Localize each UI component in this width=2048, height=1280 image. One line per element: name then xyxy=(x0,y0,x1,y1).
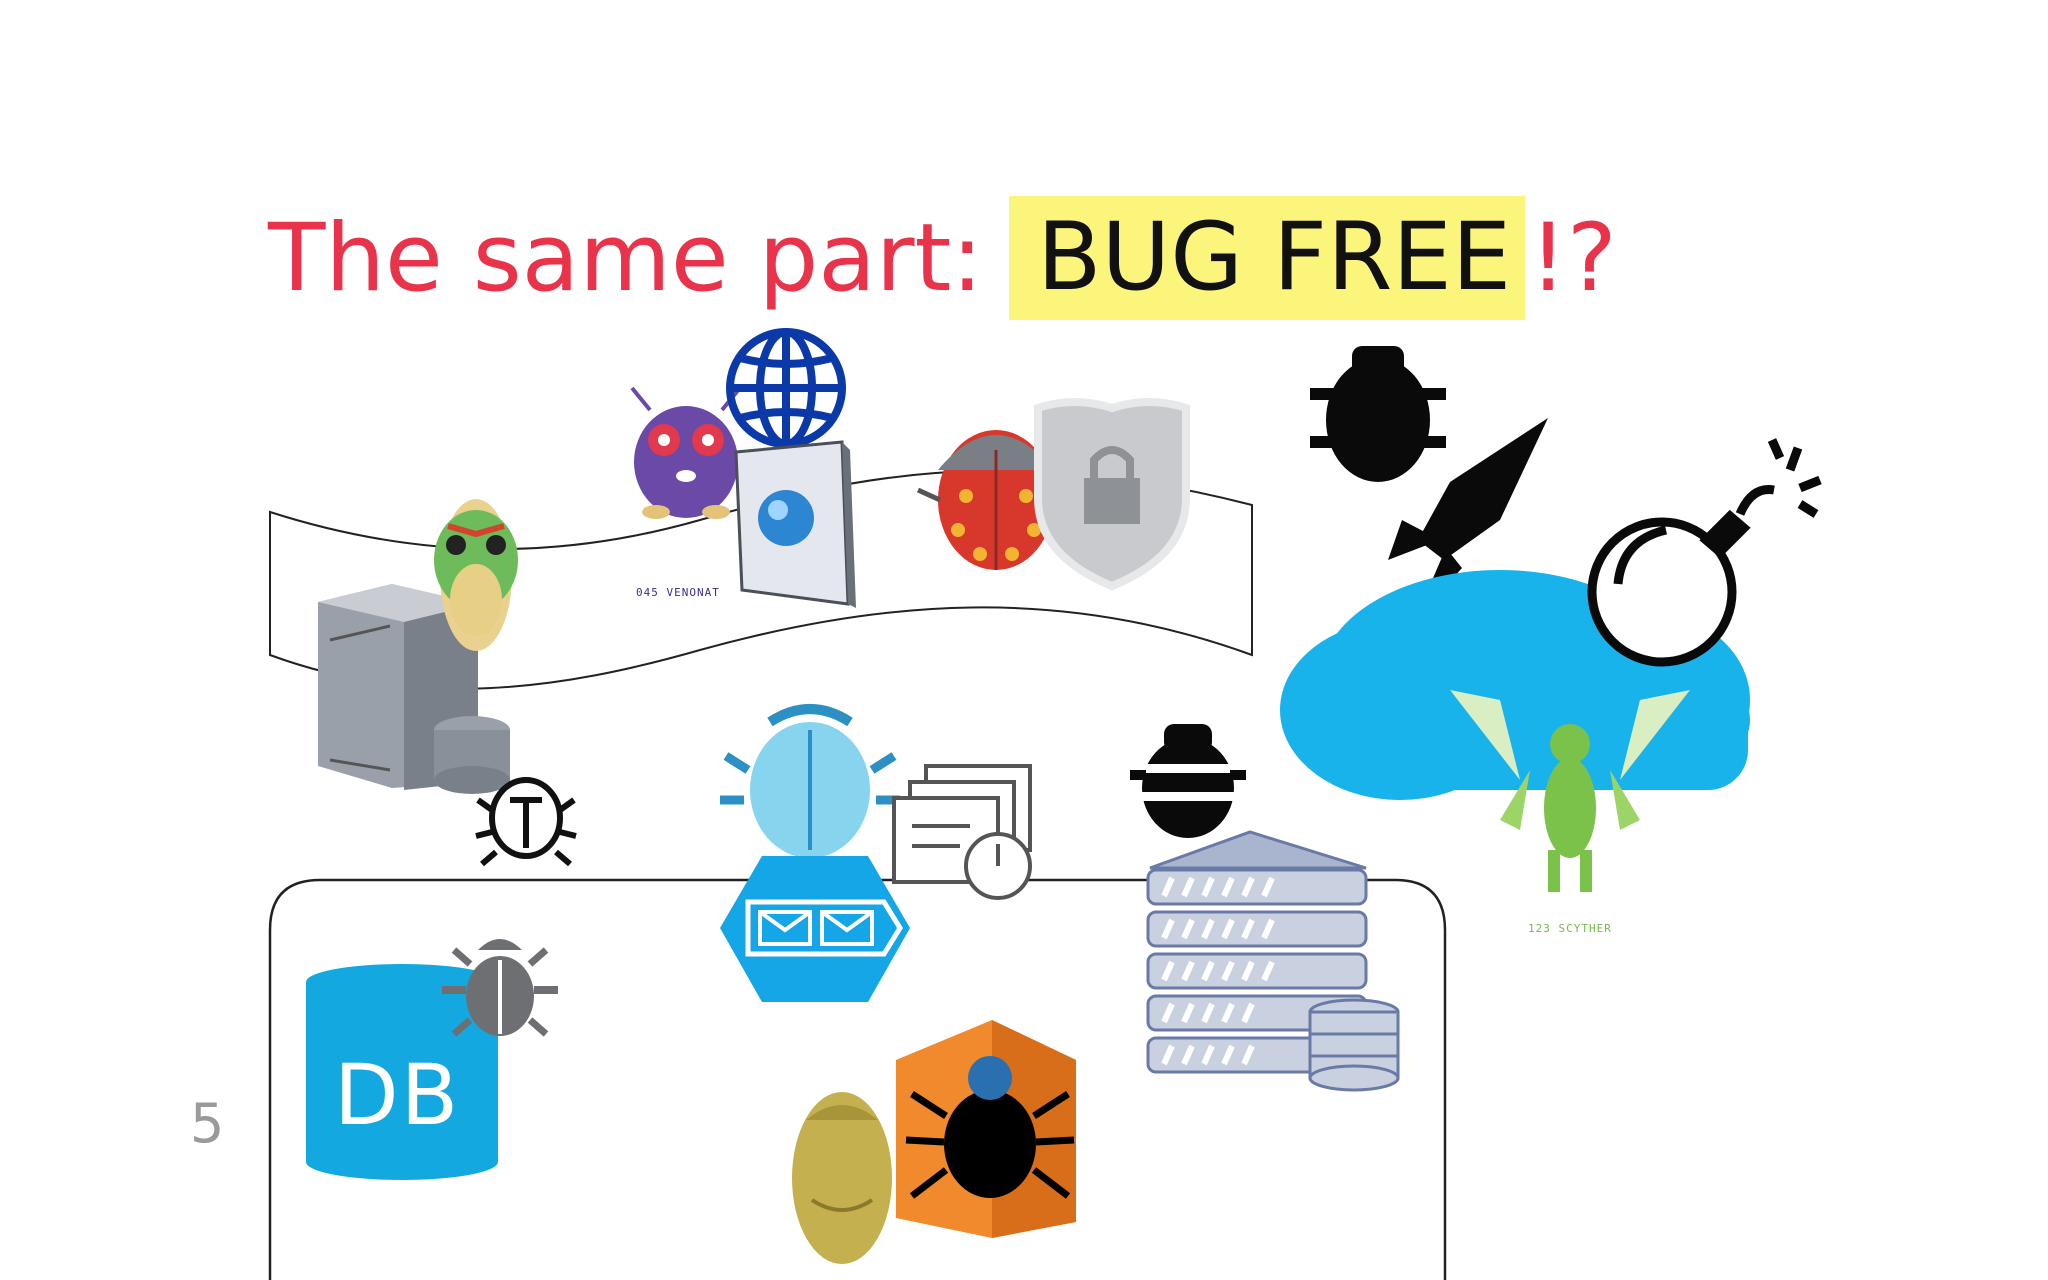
title-suffix: !? xyxy=(1529,203,1617,313)
grey-bug-icon xyxy=(442,939,558,1037)
title-highlight: BUG FREE xyxy=(1009,196,1526,320)
shield-lock-icon xyxy=(1034,398,1190,591)
webpage-document-icon xyxy=(734,440,856,608)
bomb-icon xyxy=(1587,438,1822,667)
black-bug-icon xyxy=(1310,346,1446,482)
server-tower-icon xyxy=(318,584,510,794)
venonat-caption: 045 VENONAT xyxy=(636,586,720,599)
scyther-icon xyxy=(1450,690,1690,892)
slide-title: The same part: BUG FREE !? xyxy=(268,196,1617,320)
kakuna-icon xyxy=(792,1092,892,1264)
scyther-caption: 123 SCYTHER xyxy=(1528,922,1612,935)
light-blue-bug-icon xyxy=(720,704,900,858)
globe-icon xyxy=(726,328,846,448)
outline-bug-icon xyxy=(475,777,577,867)
venonat-icon xyxy=(630,386,742,519)
message-queue-hexagon-icon xyxy=(720,856,910,1002)
db-label: DB xyxy=(334,1046,461,1144)
caterpie-icon xyxy=(434,499,518,651)
black-beetle-icon xyxy=(1130,724,1246,838)
server-rack-icon xyxy=(1146,830,1400,1092)
title-prefix: The same part: xyxy=(268,203,984,313)
mail-stack-icon xyxy=(892,764,1032,900)
wave-banner xyxy=(269,469,1253,690)
spider-box-icon xyxy=(896,1020,1076,1238)
ladybug-icon xyxy=(916,430,1076,570)
slide-number: 5 xyxy=(190,1092,225,1155)
